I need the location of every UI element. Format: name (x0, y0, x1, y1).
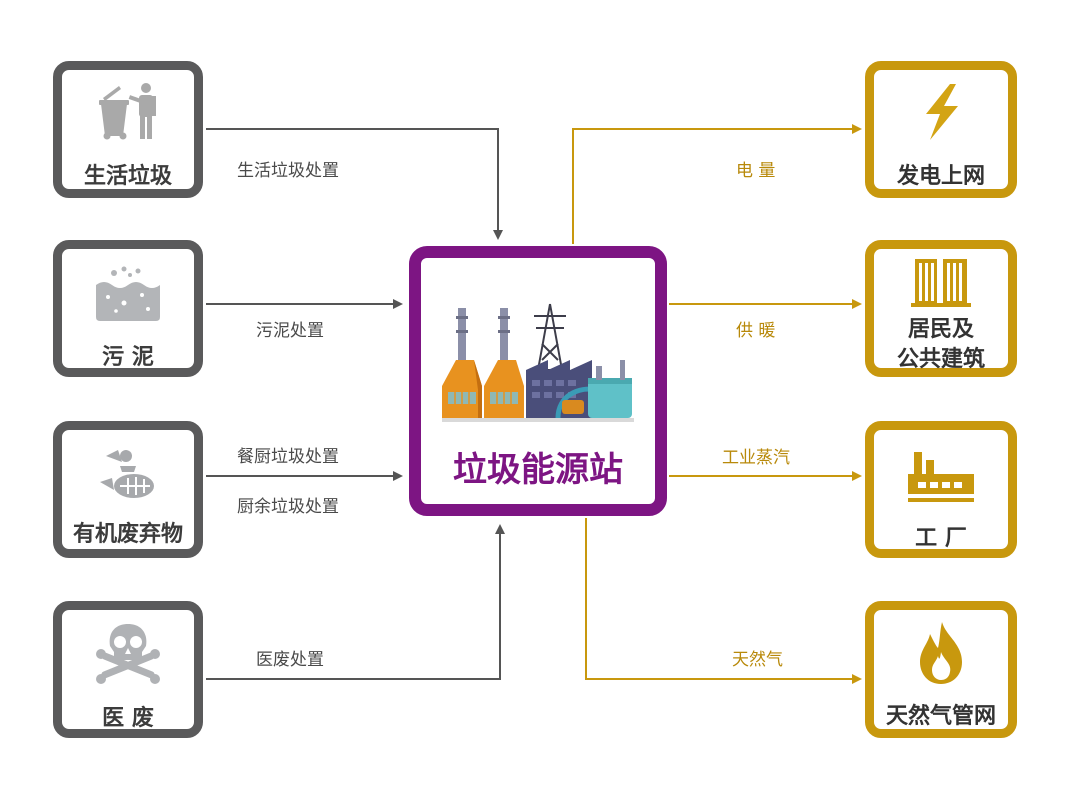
source-household-label: 生活垃圾 (83, 164, 172, 189)
power-plant-icon (442, 303, 634, 422)
edge-label-food-waste: 厨余垃圾处置 (237, 497, 339, 517)
flame-icon (920, 622, 962, 684)
edge-label-electricity: 电 量 (736, 161, 776, 181)
source-organic-label: 有机废弃物 (72, 522, 183, 547)
source-sludge-label: 污 泥 (102, 345, 154, 370)
source-organic-box: 有机废弃物 (53, 421, 203, 558)
sludge-tank-icon (96, 266, 160, 321)
source-medical-box: 医 废 (53, 601, 203, 738)
edge-label-heating: 供 暖 (736, 321, 776, 341)
arrow-gas (585, 518, 862, 684)
edge-label-medical: 医废处置 (256, 650, 324, 670)
fish-bone-icon (100, 450, 154, 498)
edge-label-steam: 工业蒸汽 (722, 448, 790, 468)
source-sludge-box: 污 泥 (53, 240, 203, 377)
energy-station-title: 垃圾能源站 (453, 450, 623, 490)
output-grid-label: 发电上网 (896, 164, 985, 189)
output-heating-label-line2: 公共建筑 (896, 347, 985, 372)
source-household-box: 生活垃圾 (53, 61, 203, 198)
output-heating-label-line1: 居民及 (907, 317, 974, 342)
lightning-icon (926, 84, 958, 140)
output-heating-box: 居民及 公共建筑 (865, 240, 1017, 377)
skull-crossbones-icon (96, 624, 160, 684)
building-icon (911, 259, 971, 307)
edge-label-household: 生活垃圾处置 (237, 161, 339, 181)
energy-station-box: 垃圾能源站 (409, 246, 667, 516)
edge-label-gas: 天然气 (732, 650, 783, 670)
edge-label-kitchen-waste: 餐厨垃圾处置 (237, 447, 339, 467)
source-medical-label: 医 废 (102, 706, 154, 731)
arrow-grid (572, 124, 862, 244)
output-gas-label: 天然气管网 (885, 704, 996, 729)
output-factory-label: 工 厂 (915, 526, 967, 551)
output-grid-box: 发电上网 (865, 61, 1017, 198)
arrow-medical (206, 524, 505, 680)
output-factory-box: 工 厂 (865, 421, 1017, 558)
trash-bin-person-icon (99, 83, 156, 140)
edge-label-sludge: 污泥处置 (256, 321, 324, 341)
arrow-household (206, 128, 503, 240)
output-gas-box: 天然气管网 (865, 601, 1017, 738)
factory-icon (908, 452, 974, 502)
